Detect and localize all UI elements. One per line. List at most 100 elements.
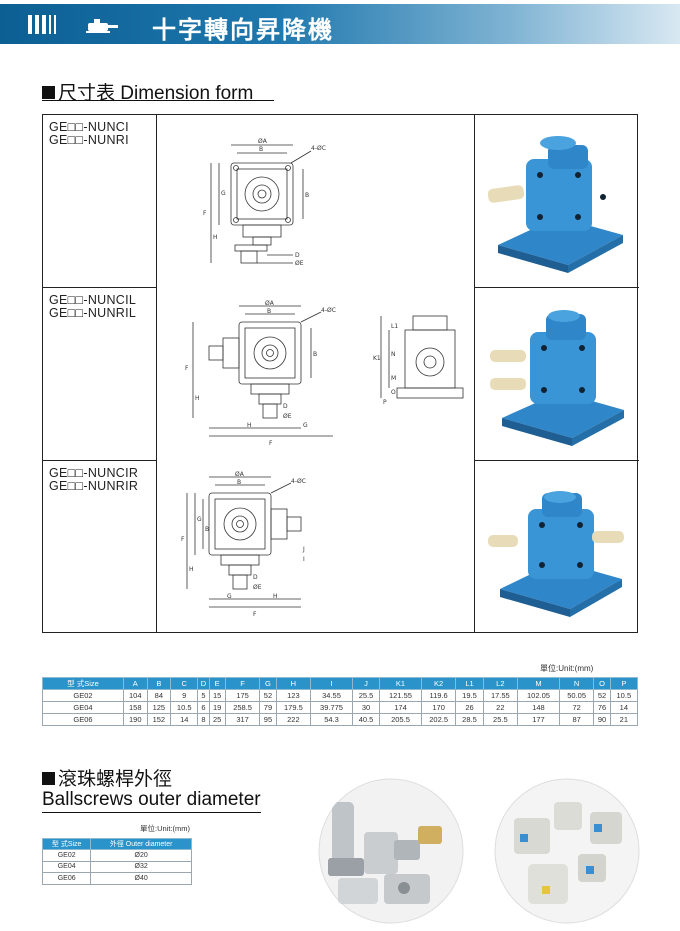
dimension-cell: 50.05 <box>558 689 595 702</box>
dimension-cell: 26 <box>455 701 484 714</box>
dimension-cell: 54.3 <box>310 713 353 726</box>
dimension-cell: 179.5 <box>275 701 312 714</box>
dimension-cell: 158 <box>123 701 148 714</box>
svg-text:B: B <box>313 351 317 358</box>
svg-text:ØA: ØA <box>258 138 268 145</box>
svg-text:G: G <box>227 593 232 600</box>
technical-drawing-2: ØA B 4-ØC F H B H G F D ØE K1 L1 N M O P <box>185 300 464 447</box>
dimension-header-cell: E <box>208 677 226 690</box>
dimension-cell: 102.05 <box>517 689 560 702</box>
ballscrews-cell: Ø32 <box>90 860 192 873</box>
svg-text:G: G <box>303 422 308 429</box>
dimension-cell: 148 <box>517 701 560 714</box>
dimension-header-cell: P <box>609 677 639 690</box>
dimension-cell: 125 <box>146 701 172 714</box>
ballscrews-cell: GE06 <box>41 872 92 885</box>
dimension-cell: 25.5 <box>482 713 519 726</box>
dimension-header-cell: B <box>146 677 172 690</box>
svg-text:G: G <box>197 516 202 523</box>
dimension-cell: 87 <box>558 713 595 726</box>
gear-motor-group-photo <box>318 778 464 924</box>
svg-text:J: J <box>302 546 305 553</box>
svg-text:B: B <box>267 308 271 315</box>
dimension-cell: 10.5 <box>609 689 639 702</box>
ballscrews-cell: GE02 <box>41 849 92 862</box>
square-bullet-icon <box>42 772 55 785</box>
dimension-cell: 190 <box>123 713 148 726</box>
dimension-unit-label: 單位:Unit:(mm) <box>540 664 594 673</box>
page-title: 十字轉向昇降機 <box>152 16 334 44</box>
dimension-cell: 79 <box>259 701 277 714</box>
svg-text:M: M <box>391 375 396 382</box>
dimension-cell: 84 <box>146 689 172 702</box>
ballscrews-cell: GE04 <box>41 860 92 873</box>
dimension-cell: 5 <box>197 689 210 702</box>
ballscrews-unit-label: 單位:Unit:(mm) <box>140 824 190 833</box>
dimension-cell: 8 <box>197 713 210 726</box>
svg-text:ØA: ØA <box>265 300 275 307</box>
svg-text:4-ØC: 4-ØC <box>321 307 336 314</box>
dimension-cell: 30 <box>351 701 381 714</box>
dimension-cell: 19.5 <box>455 689 484 702</box>
dimension-cell: GE06 <box>42 713 124 726</box>
svg-text:4-ØC: 4-ØC <box>291 478 306 485</box>
dimension-cell: 9 <box>170 689 199 702</box>
dimension-cell: 175 <box>224 689 261 702</box>
svg-text:F: F <box>181 536 185 543</box>
dimension-cell: 52 <box>593 689 611 702</box>
svg-text:K1: K1 <box>373 355 381 362</box>
dimension-cell: 317 <box>224 713 261 726</box>
svg-text:D: D <box>295 252 300 259</box>
dimension-header-cell: I <box>310 677 353 690</box>
svg-text:H: H <box>189 566 194 573</box>
dimension-cell: 19 <box>208 701 226 714</box>
svg-text:F: F <box>185 365 189 372</box>
dimension-cell: 119.6 <box>420 689 457 702</box>
dimension-cell: 123 <box>275 689 312 702</box>
svg-text:N: N <box>391 351 396 358</box>
dimension-cell: 90 <box>593 713 611 726</box>
dimension-header-cell: F <box>224 677 261 690</box>
svg-text:L1: L1 <box>391 323 398 330</box>
svg-text:H: H <box>195 395 200 402</box>
dimension-cell: 40.5 <box>351 713 381 726</box>
dimension-header-cell: H <box>275 677 312 690</box>
dimension-cell: 17.55 <box>482 689 519 702</box>
ballscrews-header-cell: 型 式Size <box>41 838 92 850</box>
dimension-cell: 25 <box>208 713 226 726</box>
svg-text:F: F <box>203 210 207 217</box>
dimension-cell: 34.55 <box>310 689 353 702</box>
svg-text:I: I <box>303 556 305 563</box>
dimension-header-cell: L1 <box>455 677 484 690</box>
svg-text:H: H <box>273 593 278 600</box>
svg-text:ØE: ØE <box>253 584 262 591</box>
dimension-header-cell: D <box>197 677 210 690</box>
svg-text:D: D <box>253 574 258 581</box>
dimension-cell: 6 <box>197 701 210 714</box>
dimension-header-cell: A <box>123 677 148 690</box>
dimension-cell: 202.5 <box>420 713 457 726</box>
dimension-cell: 95 <box>259 713 277 726</box>
gearbox-photo-3 <box>488 471 628 626</box>
dimension-cell: 170 <box>420 701 457 714</box>
dimension-cell: 205.5 <box>379 713 422 726</box>
dimension-header-cell: L2 <box>482 677 519 690</box>
dimension-header-cell: J <box>351 677 381 690</box>
dimension-cell: GE02 <box>42 689 124 702</box>
svg-text:O: O <box>391 389 396 396</box>
dimension-section-title: 尺寸表 Dimension form <box>42 78 253 105</box>
dimension-cell: 72 <box>558 701 595 714</box>
svg-text:D: D <box>283 403 288 410</box>
dimension-cell: 152 <box>146 713 172 726</box>
